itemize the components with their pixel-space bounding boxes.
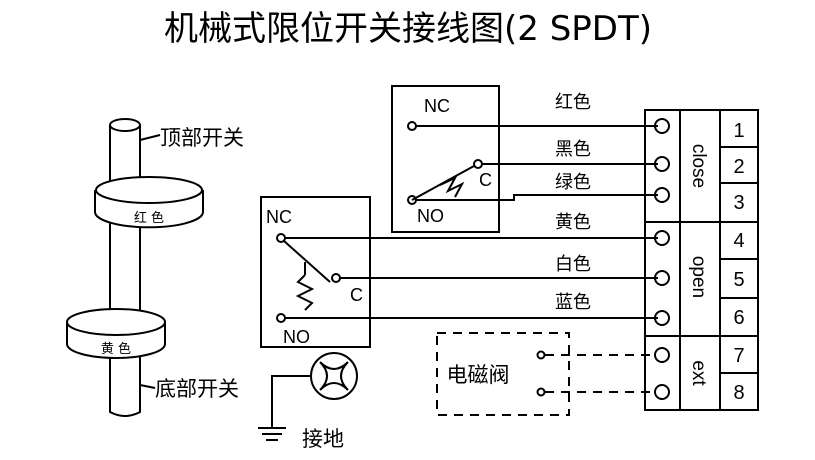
bottom-nc-label: NC [266, 207, 292, 227]
bottom-nc-contact [276, 233, 286, 243]
shaft-top-cap [109, 118, 141, 132]
top-switch [391, 85, 500, 233]
terminal-number-4: 4 [733, 230, 744, 252]
motor-symbol [258, 352, 358, 441]
top-spring [439, 175, 465, 198]
terminal-screw-3 [654, 187, 670, 203]
solenoid-label: 电磁阀 [447, 363, 510, 387]
top-ring-text: 红 色 [134, 210, 164, 226]
wire-green [416, 194, 658, 201]
terminal-screw-2 [654, 156, 670, 172]
terminal-screw-1 [654, 118, 670, 134]
bottom-no-label: NO [283, 327, 310, 347]
bottom-no-contact [276, 313, 286, 323]
terminal-number-2: 2 [733, 156, 744, 178]
terminal-screw-8 [654, 384, 670, 400]
bottom-switch-box [260, 196, 371, 348]
wire-label-yellow: 黄色 [555, 212, 591, 233]
bottom-spring [295, 274, 315, 311]
wire-label-red: 红色 [555, 92, 591, 113]
solenoid-contact-lower [536, 387, 546, 397]
terminal-number-8: 8 [733, 382, 744, 404]
wires [285, 125, 658, 319]
top-ring-face [95, 176, 203, 204]
bottom-switch-leader [139, 384, 156, 389]
top-c-contact [473, 159, 483, 169]
terminal-number-7: 7 [733, 345, 744, 367]
top-nc-label: NC [424, 96, 450, 116]
terminal-screw-5 [654, 270, 670, 286]
top-switch-label: 顶部开关 [160, 126, 244, 150]
bottom-switch [260, 196, 371, 348]
top-no-label: NO [417, 206, 444, 226]
bottom-c-label: C [350, 285, 363, 305]
top-c-label: C [479, 170, 492, 190]
ground-wire [271, 375, 311, 428]
terminal-number-1: 1 [733, 120, 744, 142]
wire-label-black: 黑色 [555, 139, 591, 160]
group-label-open: open [688, 256, 709, 298]
bottom-ring-text: 黄 色 [101, 341, 131, 357]
wire-label-green: 绿色 [555, 172, 591, 193]
terminal-number-3: 3 [733, 192, 744, 214]
wire-label-blue: 蓝色 [555, 292, 591, 313]
motor-cross [319, 361, 349, 391]
terminal-screw-4 [654, 230, 670, 246]
terminal-screw-7 [654, 347, 670, 363]
top-switch-box [391, 85, 500, 233]
group-label-close: close [688, 144, 709, 188]
terminal-screw-6 [654, 310, 670, 326]
top-nc-contact [407, 121, 417, 131]
bottom-ring-face [66, 308, 166, 336]
solenoid-contact-upper [536, 350, 546, 360]
ground-label: 接地 [302, 427, 344, 451]
bottom-switch-label: 底部开关 [155, 377, 239, 401]
wire-label-white: 白色 [555, 254, 591, 275]
shaft-assembly [66, 118, 204, 417]
group-label-ext: ext [688, 360, 709, 386]
terminal-number-6: 6 [733, 307, 744, 329]
solenoid-valve [436, 332, 655, 416]
shaft-body [109, 125, 141, 417]
top-switch-leader [139, 134, 161, 141]
solenoid-dashed-box [436, 332, 570, 416]
terminal-number-5: 5 [733, 269, 744, 291]
bottom-lever [283, 240, 331, 283]
bottom-c-contact [331, 273, 341, 283]
motor-circle [310, 352, 358, 400]
terminal-block [644, 109, 759, 411]
diagram-title: 机械式限位开关接线图(2 SPDT) [164, 9, 652, 49]
